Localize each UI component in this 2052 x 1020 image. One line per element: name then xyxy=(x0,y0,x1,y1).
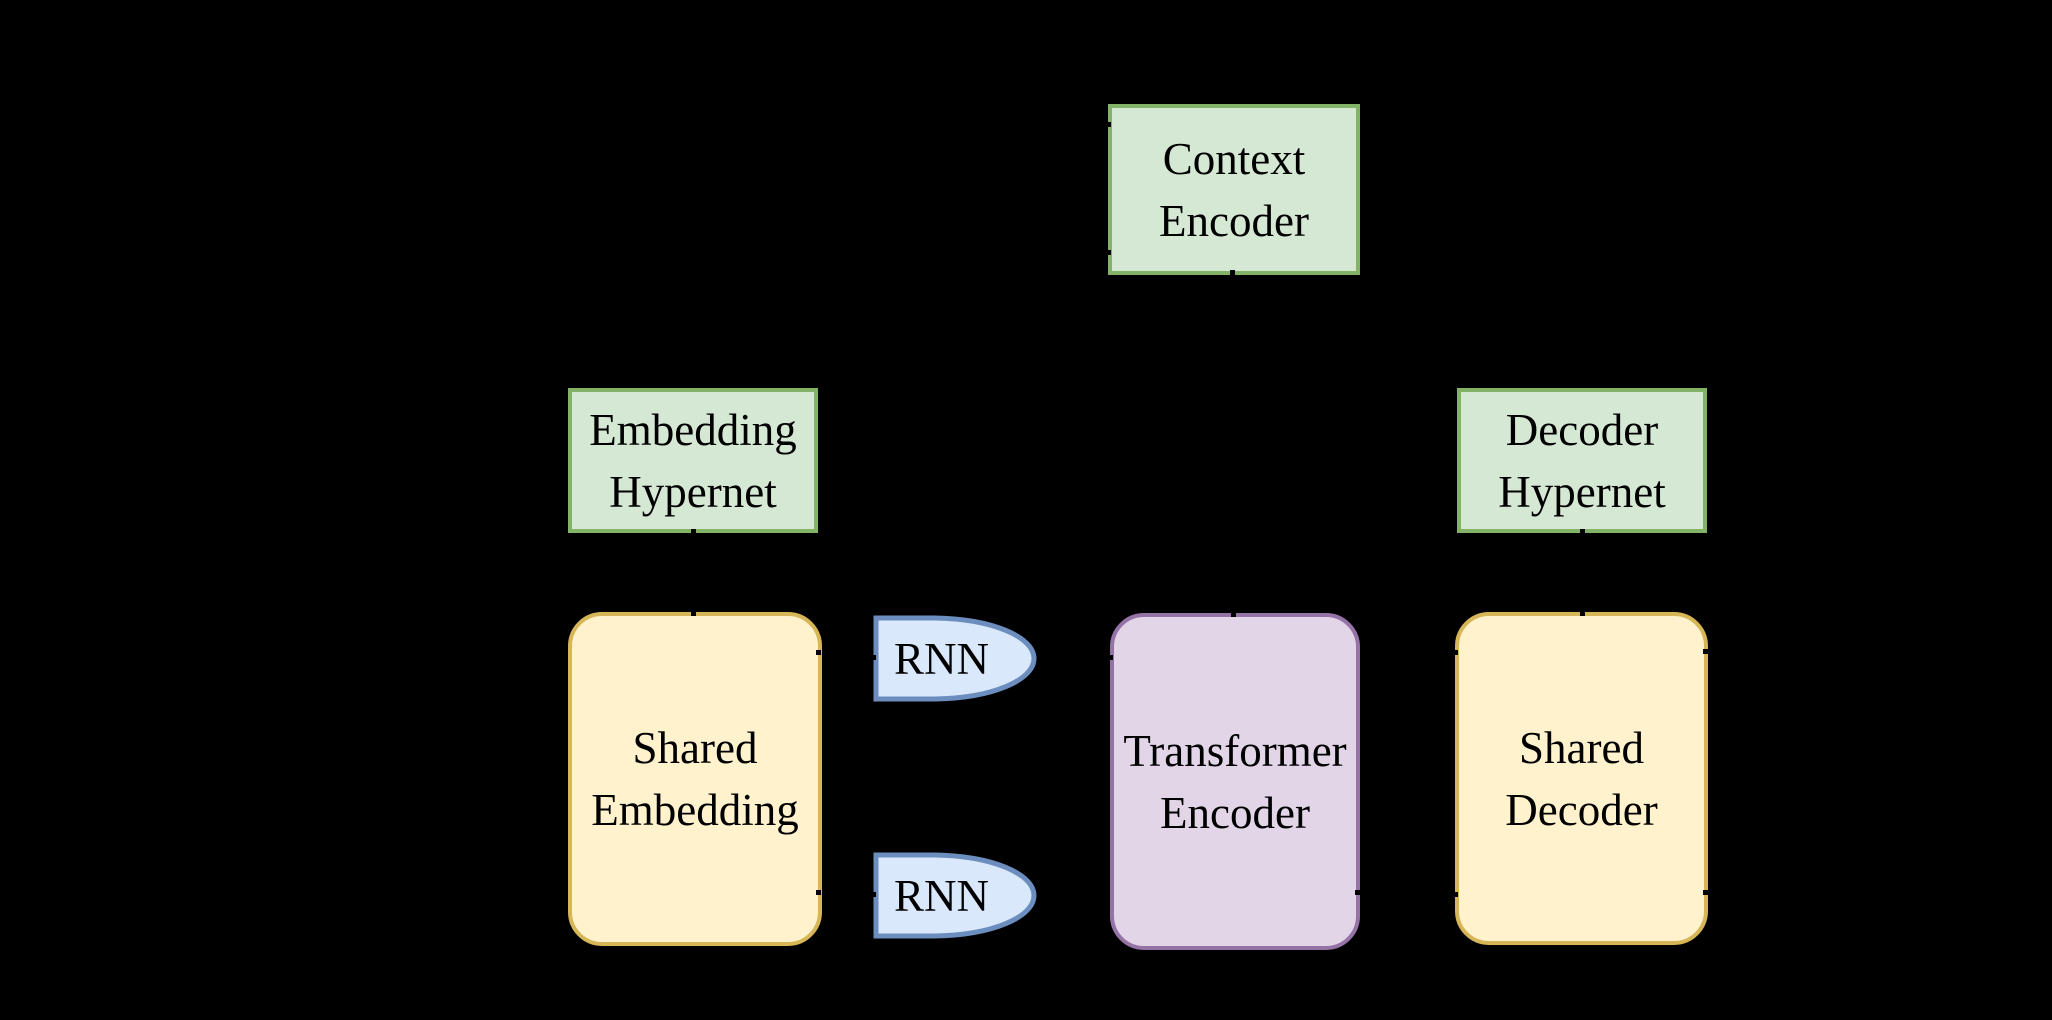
shared-embedding-label: Shared Embedding xyxy=(591,723,799,835)
rnn-top-delay-outline xyxy=(873,615,1037,702)
rnn-top-shape: RNN xyxy=(873,615,1038,702)
connector-stub xyxy=(1453,892,1458,897)
connector-stub xyxy=(1230,270,1235,275)
rnn-bottom-delay-outline xyxy=(873,852,1037,939)
connector-stub xyxy=(1703,890,1708,895)
rnn-delay-path xyxy=(873,852,1037,939)
rnn-bottom-label: RNN xyxy=(893,870,989,921)
decoder-hypernet-label: Decoder Hypernet xyxy=(1498,404,1666,517)
connector-stub xyxy=(871,892,876,897)
embedding-hypernet-box: Embedding Hypernet xyxy=(568,388,818,533)
connector-stub xyxy=(816,650,821,655)
connector-stub xyxy=(1580,529,1585,534)
connector-stub xyxy=(691,529,696,534)
connector-stub xyxy=(1108,655,1113,660)
connector-stub xyxy=(1106,250,1111,255)
decoder-hypernet-box: Decoder Hypernet xyxy=(1457,388,1707,533)
connector-stub xyxy=(1355,890,1360,895)
transformer-encoder-label: Transformer Encoder xyxy=(1123,725,1347,838)
embedding-hypernet-label: Embedding Hypernet xyxy=(589,404,797,517)
connector-stub xyxy=(1703,649,1708,654)
connector-stub xyxy=(691,611,696,616)
connector-stub xyxy=(1580,611,1585,616)
connector-stub xyxy=(871,655,876,660)
rnn-delay-path xyxy=(873,615,1037,702)
transformer-encoder-box: Transformer Encoder xyxy=(1110,613,1360,950)
rnn-top-label: RNN xyxy=(893,633,989,684)
rnn-bottom-shape: RNN xyxy=(873,852,1038,939)
shared-decoder-box: Shared Decoder xyxy=(1455,612,1708,945)
context-encoder-box: Context Encoder xyxy=(1108,104,1360,275)
shared-embedding-box: Shared Embedding xyxy=(568,612,822,946)
connector-stub xyxy=(1106,122,1111,127)
connector-stub xyxy=(1453,650,1458,655)
connector-stub xyxy=(1231,612,1236,617)
connector-stub xyxy=(816,890,821,895)
context-encoder-label: Context Encoder xyxy=(1159,133,1309,246)
shared-decoder-label: Shared Decoder xyxy=(1505,722,1658,835)
